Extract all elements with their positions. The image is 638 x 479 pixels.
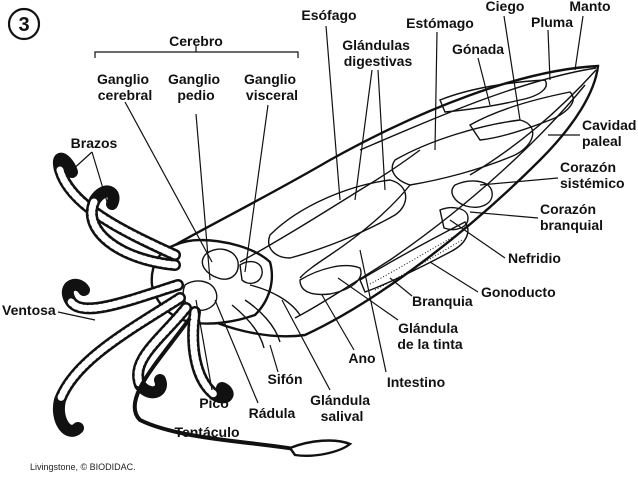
gonad-organ [439,79,547,113]
tentacle-club [288,439,353,457]
labels: Cerebro Ganglio cerebral Ganglio pedio G… [2,0,638,440]
label-radula: Rádula [249,405,296,421]
stomach-organ [391,119,534,186]
label-ventosa: Ventosa [2,302,56,318]
arm-2-suckers [88,196,179,269]
label-gonada: Gónada [452,41,504,57]
arm-4-suckers [56,294,184,404]
figure-number-badge: 3 [7,7,41,41]
label-pluma: Pluma [531,14,573,30]
label-corazon-sistemico: Corazón sistémico [560,159,625,191]
label-cavidad-paleal: Cavidad paleal [582,117,638,149]
arm-4 [52,292,186,437]
arm-1-suckers [56,166,179,259]
leader-lines [57,15,584,404]
arm-3-suckers [66,281,182,312]
label-brazos: Brazos [71,135,118,151]
label-intestino: Intestino [387,374,445,390]
label-ciego: Ciego [486,0,525,14]
tentacle [132,316,301,452]
label-pico: Pico [199,395,229,411]
esophagus-tube [239,149,421,263]
label-glandula-tinta: Glándula de la tinta [397,320,463,352]
image-credit: Livingstone, © BIODIDAC. [30,462,136,472]
pen-outline [359,67,597,176]
label-nefridio: Nefridio [508,250,561,266]
caecum-organ [468,91,574,141]
label-corazon-branquial: Corazón branquial [540,201,603,233]
siphon-organ [231,299,281,349]
label-manto: Manto [569,0,610,14]
salivary-gland [249,284,301,316]
squid-illustration [52,64,600,457]
arm-5-suckers [134,304,190,389]
label-ganglio-cerebral: Ganglio cerebral [97,71,153,103]
label-ganglio-visceral: Ganglio visceral [244,71,300,103]
mantle-cavity-outline [294,84,586,319]
label-glandula-salival: Glándula salival [310,392,374,424]
arms-group [52,152,234,437]
gill-stipple [369,233,463,291]
label-cerebro: Cerebro [169,33,223,49]
arm-6-suckers [189,308,219,399]
digestive-gland [268,179,407,259]
label-gonoducto: Gonoducto [481,284,556,300]
label-ano: Ano [348,350,375,366]
label-sifon: Sifón [268,371,303,387]
brain-ganglia [201,248,263,285]
label-glandulas-digestivas: Glándulas digestivas [342,37,414,69]
gill-organ [359,221,469,293]
ink-gland-organ [299,265,362,296]
intestine-tube [299,184,411,279]
label-estomago: Estómago [406,15,474,31]
label-branquia: Branquia [412,293,473,309]
label-ganglio-pedio: Ganglio pedio [168,71,224,103]
label-tentaculo: Tentáculo [174,424,239,440]
figure-number: 3 [18,14,29,36]
label-esofago: Esófago [301,7,356,23]
